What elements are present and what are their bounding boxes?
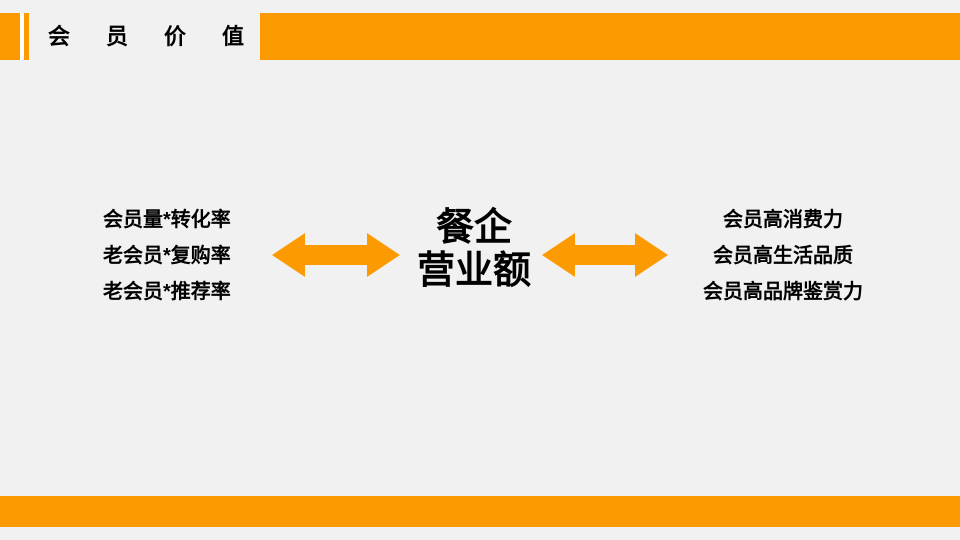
center-concept: 餐企 营业额 bbox=[364, 207, 584, 293]
bottom-accent-bar bbox=[0, 496, 960, 527]
header-accent-bar bbox=[260, 13, 960, 60]
slide-title: 会员价值 bbox=[48, 24, 281, 49]
header-accent-stripe bbox=[24, 13, 29, 60]
center-concept-line: 餐企 bbox=[435, 207, 512, 249]
right-benefit-item: 会员高消费力 bbox=[723, 209, 843, 231]
right-benefits-list: 会员高消费力 会员高生活品质 会员高品牌鉴赏力 bbox=[683, 202, 883, 310]
right-benefit-item: 会员高品牌鉴赏力 bbox=[703, 281, 863, 303]
header-accent-gap bbox=[20, 13, 24, 60]
left-factor-item: 老会员*复购率 bbox=[103, 245, 231, 267]
right-benefit-item: 会员高生活品质 bbox=[713, 245, 853, 267]
header-left-accent-block bbox=[0, 13, 20, 60]
left-factor-item: 会员量*转化率 bbox=[103, 209, 231, 231]
left-factor-item: 老会员*推荐率 bbox=[103, 281, 231, 303]
center-concept-line: 营业额 bbox=[416, 250, 531, 292]
left-factors-list: 会员量*转化率 老会员*复购率 老会员*推荐率 bbox=[103, 202, 253, 310]
